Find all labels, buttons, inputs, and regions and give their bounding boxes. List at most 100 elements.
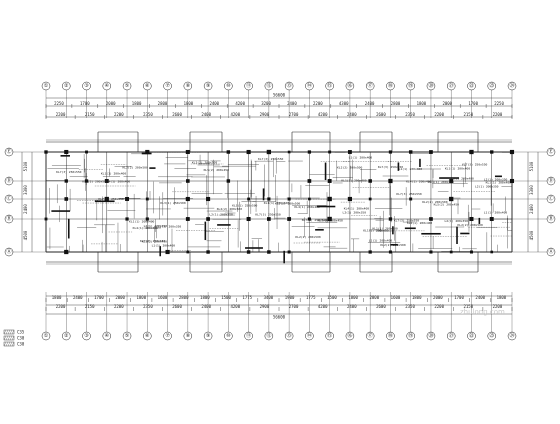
bottom-dim-row2: 2400: [347, 304, 357, 309]
axis-label-bottom: ㉓: [489, 332, 494, 339]
shear-wall: [404, 227, 416, 230]
structural-column: [388, 178, 393, 184]
bottom-dim-row2: 2700: [289, 304, 299, 309]
structural-column: [125, 217, 129, 221]
structural-column: [125, 197, 130, 201]
shear-wall: [245, 247, 263, 249]
beam-label: L1(1) 200x400: [484, 211, 508, 215]
shear-wall: [159, 246, 162, 257]
top-dim-row1: 2400: [365, 101, 375, 106]
axis-label-bottom: ㉑: [449, 332, 454, 339]
legend-hatch: [7, 341, 11, 347]
beam-label: KL1(1) 200x400: [264, 201, 289, 205]
beam-label: L2(1) 200x350: [209, 212, 233, 216]
axis-label-top: ⑥: [145, 83, 150, 89]
bottom-dim-row1: 1600: [158, 295, 168, 300]
structural-column: [368, 250, 372, 254]
bottom-dim-row2: 2200: [493, 304, 503, 309]
structural-column: [145, 149, 150, 155]
beam-label: L2(1) 200x350: [475, 185, 499, 189]
shear-wall: [390, 243, 398, 246]
legend-hatch: [11, 329, 15, 335]
shear-wall: [51, 210, 71, 212]
structural-column: [206, 217, 210, 221]
top-dim-row2: 2200: [56, 112, 66, 117]
structural-column: [267, 197, 271, 201]
axis-label-bottom: ⑱: [388, 332, 393, 339]
bottom-dim-row2: 2400: [201, 304, 211, 309]
right-dim-label: 5100: [529, 161, 534, 171]
legend-label: C30: [17, 336, 25, 341]
structural-column: [368, 197, 372, 201]
structural-column: [246, 250, 251, 254]
structural-column: [388, 250, 392, 254]
beam-label: KL7(3) 250x550: [255, 213, 280, 217]
axis-label-bottom: ⑬: [287, 332, 292, 339]
structural-column: [145, 217, 149, 221]
bottom-dim-row2: 4200: [230, 304, 240, 309]
axis-label-top: ㉓: [489, 82, 494, 89]
structural-column: [104, 196, 109, 202]
beam-label: L2(1) 200x350: [343, 210, 367, 214]
left-dim-label: 3300: [23, 185, 28, 195]
beam-label: KL5(2) 200x450: [434, 202, 459, 206]
structural-column: [185, 196, 190, 202]
right-dim-label: 4500: [529, 230, 534, 240]
structural-column: [44, 217, 48, 221]
bottom-dim-row1: 2800: [179, 295, 189, 300]
structural-column: [206, 250, 210, 254]
axis-label-bottom: ⑮: [327, 332, 332, 339]
legend-hatch: [3, 329, 7, 335]
beam-label: KL7(3) 250x550: [378, 165, 403, 169]
legend-hatch: [7, 335, 11, 341]
bottom-dim-row2: 2350: [143, 304, 153, 309]
bottom-dim-row1: 1775: [242, 295, 252, 300]
shear-wall: [316, 205, 336, 208]
structural-column: [145, 197, 149, 201]
beam-label: KL7(3) 250x550: [394, 218, 419, 222]
legend-hatch: [9, 341, 13, 347]
structural-column: [429, 217, 433, 221]
axis-label-bottom: ⑩: [226, 333, 231, 339]
legend-hatch: [7, 329, 11, 335]
top-dim-row2: 2700: [289, 112, 299, 117]
structural-column: [327, 196, 332, 202]
beam-label: KL1(1) 200x400: [129, 219, 154, 223]
axis-label-top: ⑧: [186, 83, 191, 89]
axis-label-top: ⑳: [428, 82, 433, 89]
axis-label-top: ⑱: [388, 82, 393, 89]
structural-column: [469, 250, 473, 254]
shear-wall: [478, 217, 481, 224]
top-dim-row1: 2400: [209, 101, 219, 106]
beam-label: KL7(3) 250x550: [302, 218, 327, 222]
beam-label: L1(1) 200x400: [349, 155, 373, 159]
structural-column: [247, 197, 251, 201]
structural-column: [449, 250, 453, 254]
beam-label: KL2(2) 200x500: [380, 243, 405, 247]
top-dim-row1: 1800: [417, 101, 427, 106]
top-dim-row2: 2900: [260, 112, 270, 117]
beam-label: L2(1) 200x350: [445, 219, 469, 223]
structural-column: [328, 150, 332, 154]
structural-column: [64, 249, 69, 255]
plan-linework: [3, 81, 556, 347]
axis-label-bottom: ⑧: [186, 333, 191, 339]
top-dim-row1: 2200: [313, 101, 323, 106]
top-dim-row2: 2200: [114, 112, 124, 117]
structural-column: [308, 197, 311, 201]
axis-label-bottom: ④: [105, 333, 110, 339]
bottom-dim-row2: 2900: [260, 304, 270, 309]
beam-label: KL4(1) 200x400: [105, 179, 130, 183]
bottom-dim-row2: 2600: [376, 304, 386, 309]
top-dim-row1: 4300: [339, 101, 349, 106]
structural-column: [206, 196, 211, 202]
legend-hatch: [5, 335, 9, 341]
bottom-dim-row1: 2800: [369, 295, 379, 300]
bottom-dim-row1: 2400: [475, 295, 485, 300]
top-dim-row2: 2350: [143, 112, 153, 117]
axis-label-top: ⑮: [327, 82, 332, 89]
structural-column: [186, 250, 190, 254]
beam-label: KL7(3) 250x550: [258, 157, 283, 161]
axis-label-top: ⑭: [307, 82, 312, 89]
shear-wall: [315, 229, 324, 231]
